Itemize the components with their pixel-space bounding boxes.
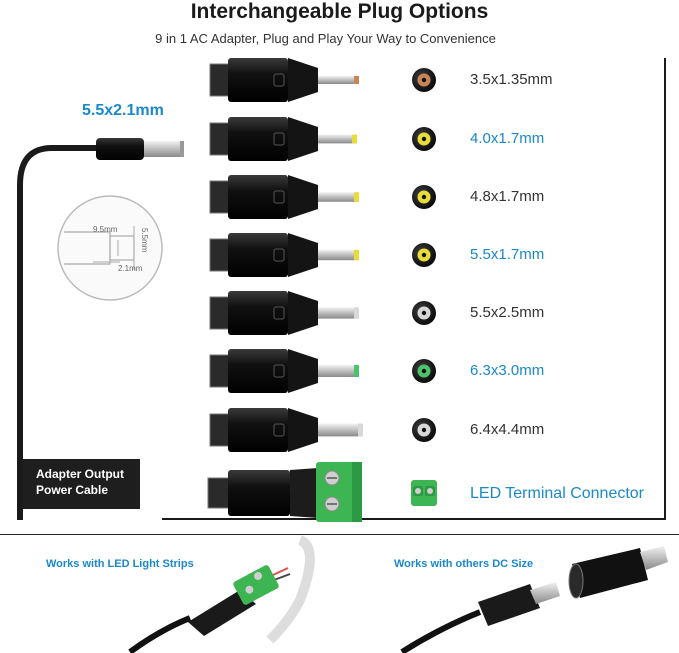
dim-label-2: 5.5mm [140,228,149,253]
main-cable [17,145,98,520]
size-label-7: 6.4x4.4mm [470,421,545,438]
tip-adapter-7 [209,408,363,452]
plug-end-icon-6 [412,359,436,383]
plug-end-icon-7 [412,418,436,442]
page-title: Interchangeable Plug Options [190,0,489,23]
dimension-diagram: 9.5mm 5.5mm 2.1mm [57,195,163,301]
output-label-line2: Power Cable [36,483,109,497]
dim-label-1: 9.5mm [93,225,118,234]
size-label-3: 4.8x1.7mm [470,188,545,205]
led-strip-illustration [128,535,315,653]
plug-end-icon-3 [412,185,436,209]
led-strip-label: Works with LED Light Strips [46,558,194,570]
size-label-4: 5.5x1.7mm [470,246,545,263]
size-label-1: 3.5x1.35mm [470,71,553,88]
tip-adapter-1 [209,58,359,102]
main-plug [96,138,184,160]
tip-adapter-6 [209,349,359,393]
tip-adapters [209,58,436,452]
tip-adapter-2 [209,117,357,161]
plug-end-icon-5 [412,301,436,325]
size-label-8: LED Terminal Connector [470,485,645,502]
output-label-line1: Adapter Output [36,467,124,481]
output-cable-label: Adapter Output Power Cable [22,459,140,509]
bracket-left-edge [18,458,20,518]
dc-plug-illustration [400,546,668,653]
plug-end-icon-4 [412,243,436,267]
tip-adapter-3 [209,175,359,219]
terminal-connector-icon [411,480,437,506]
dc-size-label: Works with others DC Size [394,558,534,570]
led-terminal-adapter [207,462,362,522]
page-subtitle: 9 in 1 AC Adapter, Plug and Play Your Wa… [155,31,496,46]
bracket-frame [162,58,666,520]
plug-end-icon-1 [412,68,436,92]
tip-adapter-4 [209,233,359,277]
section-divider [0,534,679,535]
size-label-2: 4.0x1.7mm [470,130,545,147]
tip-adapter-5 [209,291,359,335]
size-label-5: 5.5x2.5mm [470,304,545,321]
dim-label-3: 2.1mm [118,264,143,273]
size-label-6: 6.3x3.0mm [470,362,545,379]
plug-end-icon-2 [412,127,436,151]
cable-size-label: 5.5x2.1mm [82,102,164,119]
